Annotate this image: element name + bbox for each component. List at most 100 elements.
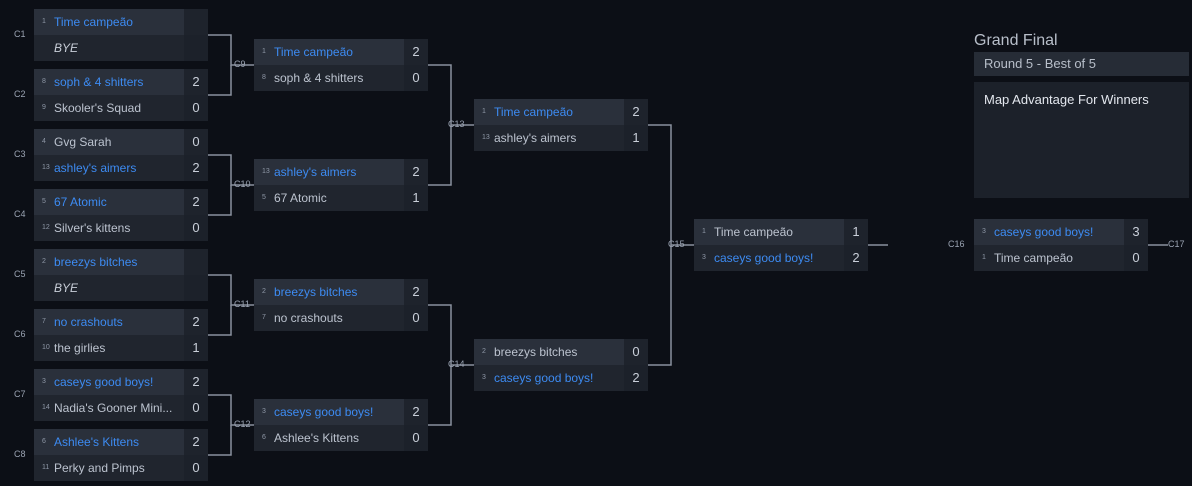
grand-final-round: Round 5 - Best of 5 bbox=[974, 52, 1189, 76]
team-score bbox=[184, 35, 208, 61]
connector-line bbox=[208, 34, 254, 66]
team-score: 2 bbox=[184, 369, 208, 395]
team-score: 0 bbox=[404, 425, 428, 451]
connector-line bbox=[208, 425, 232, 456]
team-name[interactable]: Ashlee's Kittens bbox=[54, 435, 140, 449]
team-name[interactable]: soph & 4 shitters bbox=[274, 71, 364, 85]
team-name[interactable]: Time campeão bbox=[274, 45, 353, 59]
team-name[interactable]: caseys good boys! bbox=[54, 375, 154, 389]
team-seed: 6 bbox=[262, 434, 266, 441]
team-score: 2 bbox=[624, 365, 648, 391]
bye-label: BYE bbox=[54, 41, 79, 55]
team-name[interactable]: breezys bitches bbox=[274, 285, 358, 299]
team-row[interactable]: BYE bbox=[34, 35, 208, 61]
team-seed: 1 bbox=[702, 228, 706, 235]
team-name[interactable]: ashley's aimers bbox=[494, 131, 577, 145]
team-name[interactable]: caseys good boys! bbox=[714, 251, 814, 265]
team-name[interactable]: Time campeão bbox=[714, 225, 793, 239]
team-name[interactable]: Silver's kittens bbox=[54, 221, 131, 235]
team-seed: 6 bbox=[42, 438, 46, 445]
team-name[interactable]: 67 Atomic bbox=[274, 191, 327, 205]
team-name[interactable]: caseys good boys! bbox=[994, 225, 1094, 239]
team-name[interactable]: no crashouts bbox=[274, 311, 343, 325]
team-name[interactable]: Skooler's Squad bbox=[54, 101, 142, 115]
team-name[interactable]: soph & 4 shitters bbox=[54, 75, 144, 89]
team-name[interactable]: Gvg Sarah bbox=[54, 135, 112, 149]
team-name[interactable]: caseys good boys! bbox=[494, 371, 594, 385]
team-seed: 1 bbox=[42, 18, 46, 25]
team-score bbox=[184, 249, 208, 275]
team-name[interactable]: caseys good boys! bbox=[274, 405, 374, 419]
team-row[interactable]: BYE bbox=[34, 275, 208, 301]
connector-line bbox=[208, 274, 254, 306]
team-seed: 7 bbox=[42, 318, 46, 325]
team-name[interactable]: breezys bitches bbox=[494, 345, 578, 359]
team-name[interactable]: Perky and Pimps bbox=[54, 461, 145, 475]
team-name[interactable]: 67 Atomic bbox=[54, 195, 107, 209]
team-name[interactable]: no crashouts bbox=[54, 315, 123, 329]
team-seed: 8 bbox=[42, 78, 46, 85]
match-label: C13 bbox=[448, 119, 465, 129]
team-name[interactable]: Time campeão bbox=[54, 15, 133, 29]
team-name[interactable]: the girlies bbox=[54, 341, 106, 355]
team-name[interactable]: Nadia's Gooner Mini... bbox=[54, 401, 173, 415]
team-name[interactable]: Time campeão bbox=[494, 105, 573, 119]
team-row[interactable]: 1 Time campeão bbox=[34, 9, 208, 35]
team-seed: 13 bbox=[262, 168, 270, 175]
team-name[interactable]: Ashlee's Kittens bbox=[274, 431, 360, 445]
team-row[interactable]: 6 Ashlee's Kittens 0 bbox=[254, 425, 428, 451]
team-score: 2 bbox=[184, 189, 208, 215]
team-score: 2 bbox=[404, 39, 428, 65]
team-name[interactable]: Time campeão bbox=[994, 251, 1073, 265]
team-name[interactable]: ashley's aimers bbox=[274, 165, 357, 179]
team-name[interactable]: ashley's aimers bbox=[54, 161, 137, 175]
team-seed: 2 bbox=[482, 348, 486, 355]
team-name[interactable]: breezys bitches bbox=[54, 255, 138, 269]
team-score: 0 bbox=[404, 65, 428, 91]
